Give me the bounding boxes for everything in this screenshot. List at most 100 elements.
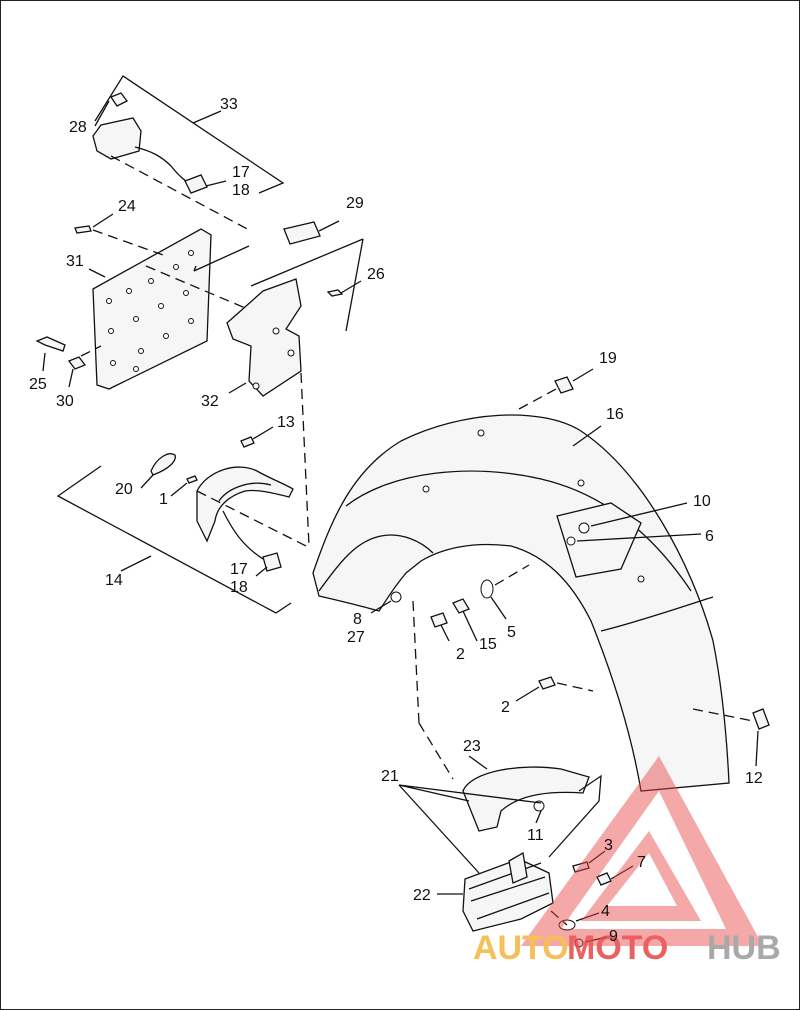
callout-2b: 2 (501, 699, 510, 716)
callout-24: 24 (118, 198, 136, 215)
plate-holes (106, 250, 194, 372)
leader-10 (590, 502, 688, 527)
clip-12 (752, 708, 770, 730)
watermark-triangle-outer (521, 756, 763, 946)
leader-9 (584, 936, 608, 943)
dash-19 (518, 388, 557, 410)
leader-31 (88, 268, 106, 278)
leader-17-bottom (255, 566, 268, 577)
leader-12 (755, 730, 759, 767)
leader-2b (515, 686, 540, 702)
tail-lamp-detail (218, 482, 272, 502)
callout-22: 22 (413, 887, 431, 904)
screw-1 (186, 475, 198, 484)
backrest-23 (462, 766, 590, 832)
connector-17-18-top (184, 174, 208, 194)
callout-10: 10 (693, 493, 711, 510)
fender-16 (312, 414, 730, 792)
leader-6 (576, 533, 702, 542)
callout-19: 19 (599, 350, 617, 367)
mount-bracket-32 (193, 220, 364, 547)
leader-23 (468, 755, 488, 770)
connector-17-18-bottom (262, 552, 282, 572)
callout-8: 8 (353, 611, 362, 628)
automotohub-watermark: AUTO MOTO HUB (473, 756, 781, 967)
dash-center (412, 600, 420, 724)
leader-25 (42, 352, 46, 372)
callout-14: 14 (105, 572, 123, 589)
lens-20 (150, 453, 176, 476)
leader-14 (120, 555, 152, 572)
leader-33 (192, 110, 222, 124)
callout-2a: 2 (456, 646, 465, 663)
leader-29 (318, 220, 340, 232)
callout-9: 9 (609, 928, 618, 945)
callout-27: 27 (347, 629, 365, 646)
rack-rails (468, 862, 550, 920)
screw-2a (430, 612, 448, 628)
leader-19 (572, 368, 594, 382)
leader-26 (340, 280, 362, 294)
leader-1 (170, 482, 188, 497)
nut-9 (574, 938, 584, 948)
callout-25: 25 (29, 376, 47, 393)
leader-8 (370, 600, 392, 614)
leader-3 (588, 850, 606, 864)
callout-3: 3 (604, 837, 613, 854)
rack-assembly (398, 755, 634, 948)
callout-23: 23 (463, 738, 481, 755)
leader-20 (140, 474, 154, 489)
lamp-housing (92, 117, 142, 160)
tail-lamp-assembly (56, 426, 307, 614)
washer-6 (566, 536, 576, 546)
dash-12 (692, 708, 754, 722)
callout-26: 26 (367, 266, 385, 283)
callout-30: 30 (56, 393, 74, 410)
callout-12: 12 (745, 770, 763, 787)
watermark-auto: AUTO (473, 929, 569, 967)
license-plate-bracket (35, 213, 277, 390)
leader-11 (535, 810, 542, 824)
callout-17-top: 17 (232, 164, 250, 181)
mounting-hardware (370, 564, 594, 780)
leader-16 (572, 425, 602, 447)
leader-17-top (205, 180, 227, 187)
callout-18-top: 18 (232, 182, 250, 199)
plate-31 (92, 228, 212, 390)
callout-32: 32 (201, 393, 219, 410)
bolt-25 (35, 336, 66, 352)
nut-30 (67, 356, 87, 370)
leaders-21 (398, 784, 542, 874)
dash-24 (92, 229, 167, 257)
leader-7 (610, 865, 634, 880)
bulb-13 (240, 436, 255, 448)
watermark-hub: HUB (707, 929, 781, 967)
watermark-moto: MOTO (567, 929, 668, 967)
callout-20: 20 (115, 481, 133, 498)
tail-lamp-wire (222, 510, 264, 560)
license-lamp-assembly (92, 75, 285, 232)
leader-32 (228, 382, 247, 394)
lamp-wire (134, 146, 194, 187)
fender-edge (318, 534, 434, 592)
lens-29 (283, 221, 321, 245)
leader-24 (92, 213, 114, 228)
callout-1: 1 (159, 491, 168, 508)
dash-tail-lamp (196, 490, 307, 547)
callout-16: 16 (606, 406, 624, 423)
nut-10 (578, 522, 590, 534)
nut-8-27 (390, 591, 402, 603)
dash-center-2 (418, 722, 454, 780)
callout-17-bottom: 17 (230, 561, 248, 578)
callout-11: 11 (527, 827, 544, 844)
callout-7: 7 (637, 854, 646, 871)
grommet-19 (554, 376, 574, 394)
fender-crease (345, 470, 692, 592)
callout-31: 31 (66, 253, 84, 270)
callout-labels: 33 28 17 18 24 29 31 26 25 30 32 19 16 1… (29, 96, 763, 945)
fender-trim (600, 596, 714, 632)
leader-4 (575, 912, 600, 922)
leader-28 (94, 100, 110, 127)
